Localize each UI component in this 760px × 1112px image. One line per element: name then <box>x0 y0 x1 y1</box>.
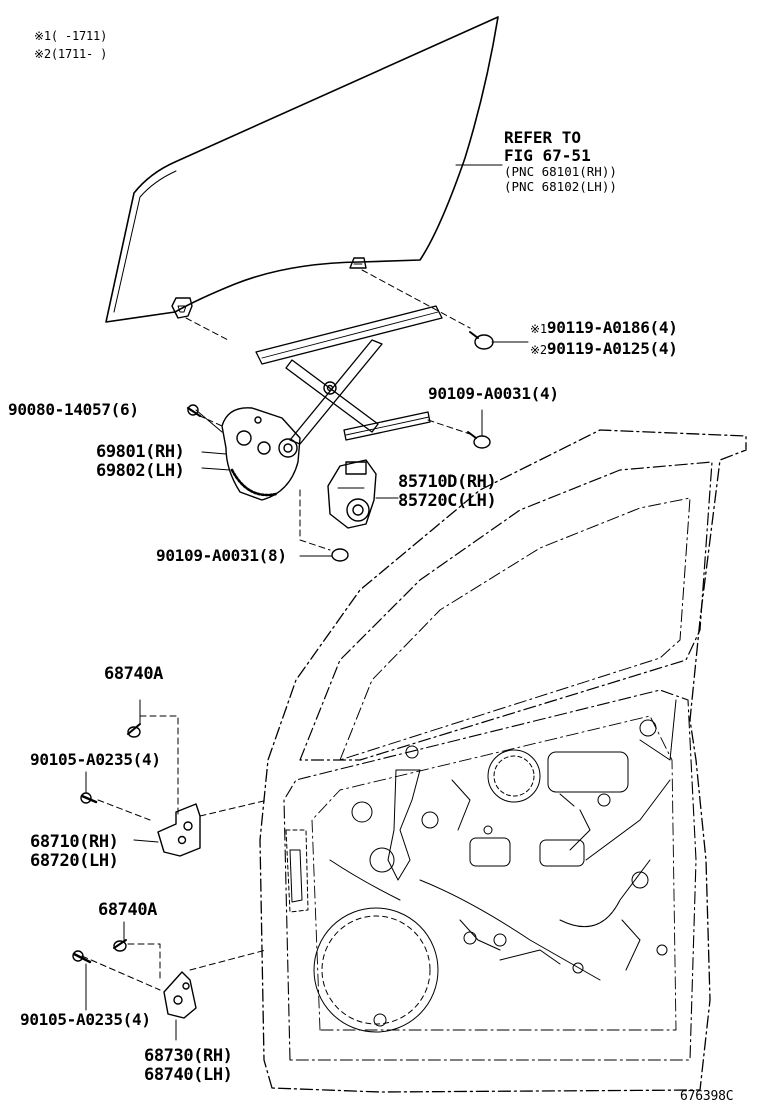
glass-leaders <box>185 269 471 341</box>
screw-regulator-label: 90080-14057(6) <box>8 400 139 419</box>
bolt-window-glass <box>469 331 529 350</box>
lower-hinge-bolt-label: 90105-A0235(4) <box>20 1010 151 1029</box>
bolt-window-glass-label-2: ※290119-A0125(4) <box>530 339 678 358</box>
bolt-regulator-top-label: 90109-A0031(4) <box>428 384 559 403</box>
note-2: ※2(1711- ) <box>34 47 108 61</box>
bolt-window-glass-label-1: ※190119-A0186(4) <box>530 318 678 337</box>
screw-regulator <box>186 404 223 427</box>
upper-hinge <box>80 699 201 857</box>
regulator-motor <box>327 459 399 529</box>
refer-to-label: REFER TO FIG 67-51 (PNC 68101(RH)) (PNC … <box>504 128 617 194</box>
note-1: ※1( -1711) <box>34 29 108 43</box>
bolt-regulator-top <box>427 409 491 449</box>
figure-id: 676398C <box>680 1089 734 1104</box>
hinge-leaders <box>81 715 269 991</box>
upper-hinge-cap-label: 68740A <box>104 664 164 684</box>
lower-hinge-label: 68730(RH) 68740(LH) <box>144 1046 233 1085</box>
upper-hinge-bolt-label: 90105-A0235(4) <box>30 750 161 769</box>
door-inner-panel <box>285 699 677 1033</box>
bolt-regulator-bottom-label: 90109-A0031(8) <box>156 546 287 565</box>
lower-hinge <box>72 921 197 1041</box>
door-frame <box>259 429 747 1093</box>
bolt-regulator-bottom <box>299 489 349 562</box>
window-glass <box>105 16 503 323</box>
window-regulator <box>195 305 443 501</box>
regulator-label: 69801(RH) 69802(LH) <box>96 442 185 481</box>
motor-label: 85710D(RH) 85720C(LH) <box>398 472 497 511</box>
upper-hinge-label: 68710(RH) 68720(LH) <box>30 832 119 871</box>
lower-hinge-cap-label: 68740A <box>98 900 158 920</box>
